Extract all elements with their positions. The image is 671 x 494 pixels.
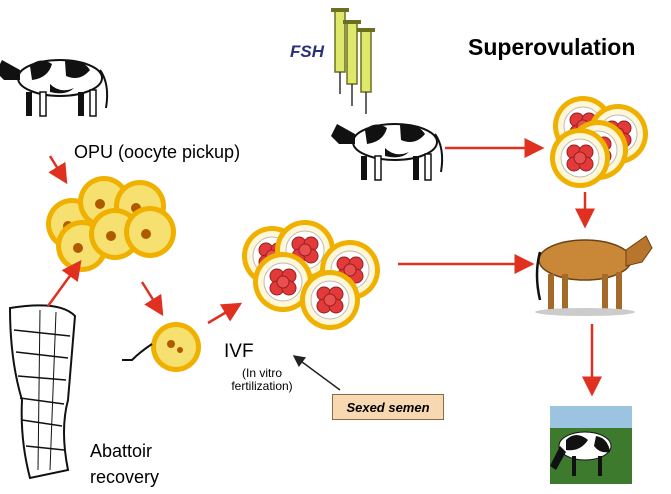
- oocyte-cluster: [46, 176, 176, 272]
- sexed-semen-arrow: [292, 355, 341, 391]
- fsh-label: FSH: [290, 42, 324, 61]
- grazing-calf-icon: [550, 406, 632, 484]
- embryo-cluster-ivf: [241, 219, 381, 331]
- syringe-icon: [331, 8, 375, 114]
- superovulation-title: Superovulation: [468, 34, 636, 60]
- ivf-subtitle: (In vitro fertilization): [231, 366, 293, 393]
- embryo-cluster-superovulation: [549, 95, 649, 189]
- carcass-diagram-icon: [8, 304, 77, 480]
- abattoir-recovery-label: Abattoir recovery: [90, 441, 160, 487]
- oocyte-with-sperm: [122, 322, 201, 372]
- sexed-semen-box: Sexed semen: [332, 394, 444, 420]
- holstein-cow-icon: [330, 123, 444, 181]
- flow-arrows: [46, 138, 602, 397]
- ivf-label: IVF: [224, 341, 254, 362]
- holstein-cow-icon: [0, 59, 109, 117]
- jersey-cow-icon: [535, 235, 653, 316]
- opu-label: OPU (oocyte pickup): [74, 142, 241, 162]
